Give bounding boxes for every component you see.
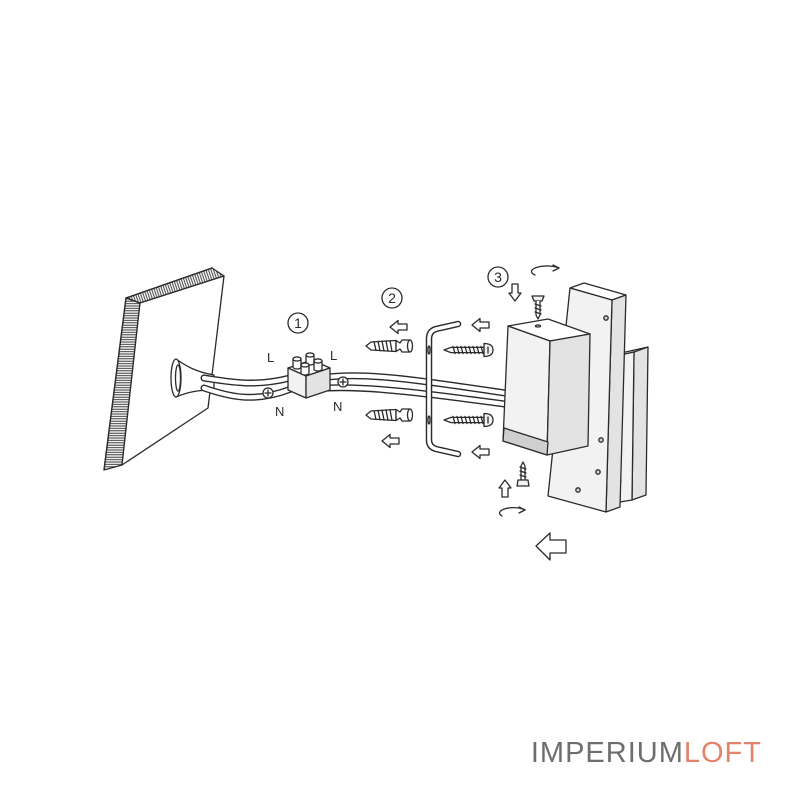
brand-watermark-accent: LOFT	[684, 737, 762, 769]
label-neutral-in: N	[275, 404, 284, 419]
terminal-screw-cap	[313, 358, 323, 372]
step-number: 3	[494, 269, 502, 285]
step-marker-1: 1	[287, 312, 309, 334]
fixing-screw-top	[531, 295, 545, 320]
wall-plug-lower	[365, 408, 414, 422]
wall-plug-upper	[365, 339, 414, 353]
terminal-screw-cap	[300, 362, 310, 376]
step-marker-3: 3	[487, 266, 509, 288]
mounting-screw-lower	[443, 412, 494, 428]
large-arrow-left-icon	[535, 532, 567, 561]
cable-clamp-screw	[337, 376, 349, 388]
arrow-left-icon	[381, 433, 400, 449]
terminal-block	[287, 352, 331, 399]
cable-clamp-screw	[262, 387, 274, 399]
supply-wires	[200, 374, 295, 401]
step-number: 2	[388, 290, 396, 306]
arrow-up-icon	[498, 479, 512, 498]
step-marker-2: 2	[381, 287, 403, 309]
arrow-left-icon	[471, 444, 490, 460]
mounting-bracket	[425, 320, 462, 458]
lamp-body	[502, 318, 591, 456]
step-number: 1	[294, 315, 302, 331]
arrow-left-icon	[389, 319, 408, 335]
label-live-out: L	[330, 348, 337, 363]
brand-watermark: IMPERIUMLOFT	[531, 737, 762, 769]
fixing-screw-bottom	[516, 461, 530, 487]
rotate-icon	[498, 506, 526, 517]
label-live-in: L	[267, 350, 274, 365]
wall-edge	[103, 267, 213, 471]
lamp-wires	[324, 372, 516, 409]
wall	[103, 267, 225, 471]
rotate-icon	[530, 264, 560, 276]
label-neutral-out: N	[333, 399, 342, 414]
terminal-screw-cap	[292, 356, 302, 370]
arrow-down-icon	[508, 283, 522, 302]
mounting-screw-upper	[443, 342, 494, 358]
arrow-left-icon	[471, 317, 490, 333]
brand-watermark-main: IMPERIUM	[531, 737, 684, 769]
